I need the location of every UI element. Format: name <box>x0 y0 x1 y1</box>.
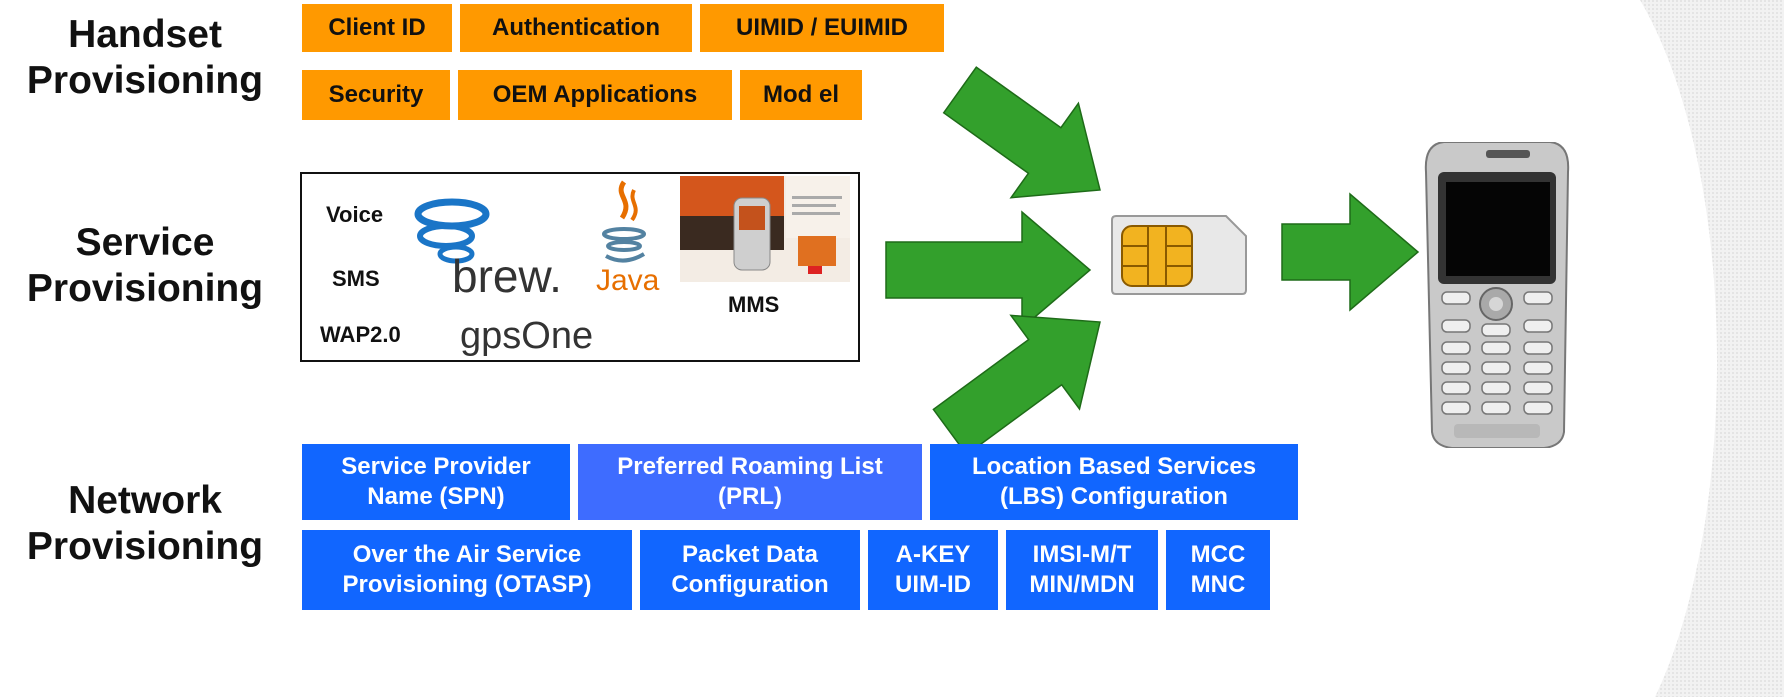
mobile-phone-icon <box>1424 142 1570 448</box>
model-tile: Mod el <box>740 70 862 120</box>
svg-text:brew.: brew. <box>452 250 562 302</box>
java-logo: Java <box>596 180 660 294</box>
service-arrow <box>885 210 1092 330</box>
lbs-tile: Location Based Services(LBS) Configurati… <box>930 444 1298 520</box>
prl-tile: Preferred Roaming List(PRL) <box>578 444 922 520</box>
uimid-tile: UIMID / EUIMID <box>700 4 944 52</box>
oem-applications-tile: OEM Applications <box>458 70 732 120</box>
network-arrow <box>932 314 1101 456</box>
mms-label: MMS <box>728 292 780 317</box>
sms-label: SMS <box>332 266 380 291</box>
wap-label: WAP2.0 <box>320 322 401 347</box>
svg-text:gpsOne: gpsOne <box>460 315 593 357</box>
security-tile: Security <box>302 70 450 120</box>
network-provisioning-title: Network Provisioning <box>26 479 264 568</box>
handset-provisioning-title: Handset Provisioning <box>26 13 264 102</box>
service-box: Voice SMS WAP2.0 MMS brew. Java gpsOne <box>300 172 860 362</box>
gpsone-logo: gpsOne <box>460 315 593 357</box>
sim-card-icon <box>1111 215 1247 295</box>
svg-text:Java: Java <box>596 264 660 294</box>
client-id-tile: Client ID <box>302 4 452 52</box>
service-provisioning-title: Service Provisioning <box>26 221 264 310</box>
voice-label: Voice <box>326 202 384 227</box>
handset-arrow <box>942 66 1101 199</box>
brew-logo: brew. <box>414 198 562 302</box>
mms-screenshot-image <box>680 176 850 282</box>
phone-arrow <box>1281 192 1420 312</box>
authentication-tile: Authentication <box>460 4 692 52</box>
